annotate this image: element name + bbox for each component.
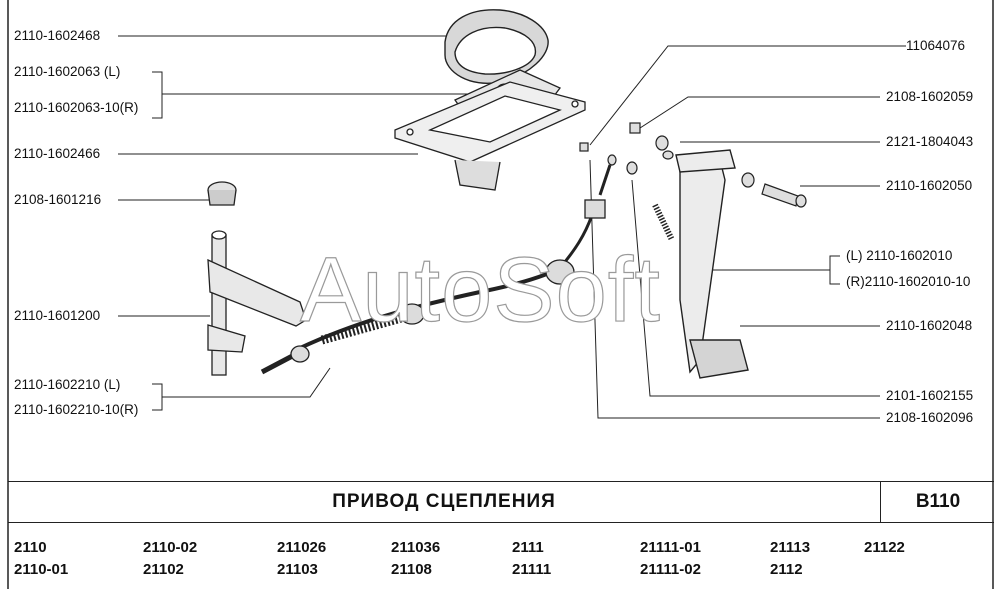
part-label[interactable]: 2110-1602063-10(R) (14, 100, 139, 115)
model-code: 21111-02 (640, 561, 701, 578)
title-band: ПРИВОД СЦЕПЛЕНИЯ B110 (8, 481, 994, 523)
part-label[interactable]: 2110-1602468 (14, 28, 101, 43)
part-label[interactable]: (L) 2110-1602010 (846, 248, 953, 263)
part-label[interactable]: 2121-1804043 (886, 134, 974, 149)
model-code: 21103 (277, 561, 318, 578)
model-code: 21113 (770, 539, 811, 556)
section-code: B110 (880, 482, 995, 522)
part-label[interactable]: 2110-1602050 (886, 178, 973, 193)
model-code: 2110-01 (14, 561, 69, 578)
part-label[interactable]: 2110-1602210 (L) (14, 377, 121, 392)
part-label[interactable]: 2110-1602048 (886, 318, 973, 333)
page-title: ПРИВОД СЦЕПЛЕНИЯ (332, 491, 556, 512)
part-label[interactable]: 2108-1602096 (886, 410, 974, 425)
model-code: 21108 (391, 561, 432, 578)
part-label[interactable]: 2101-1602155 (886, 388, 974, 403)
part-label[interactable]: 2110-1601200 (14, 308, 101, 323)
part-label[interactable]: 2110-1602210-10(R) (14, 402, 139, 417)
part-label[interactable]: 11064076 (906, 38, 966, 53)
model-code: 211026 (277, 539, 327, 556)
part-label[interactable]: 2108-1601216 (14, 192, 102, 207)
model-code: 21111 (512, 561, 552, 578)
model-code: 2111 (512, 539, 544, 556)
model-code: 21102 (143, 561, 184, 578)
watermark: AutoSoft (299, 238, 661, 341)
model-code: 21111-01 (640, 539, 701, 556)
part-label[interactable]: 2110-1602466 (14, 146, 101, 161)
part-label[interactable]: 2110-1602063 (L) (14, 64, 121, 79)
model-code: 211036 (391, 539, 441, 556)
model-code: 2110 (14, 539, 47, 556)
part-label[interactable]: (R)2110-1602010-10 (846, 274, 971, 289)
part-label[interactable]: 2108-1602059 (886, 89, 974, 104)
model-code: 2110-02 (143, 539, 198, 556)
model-code: 21122 (864, 539, 905, 556)
model-code: 2112 (770, 561, 803, 578)
